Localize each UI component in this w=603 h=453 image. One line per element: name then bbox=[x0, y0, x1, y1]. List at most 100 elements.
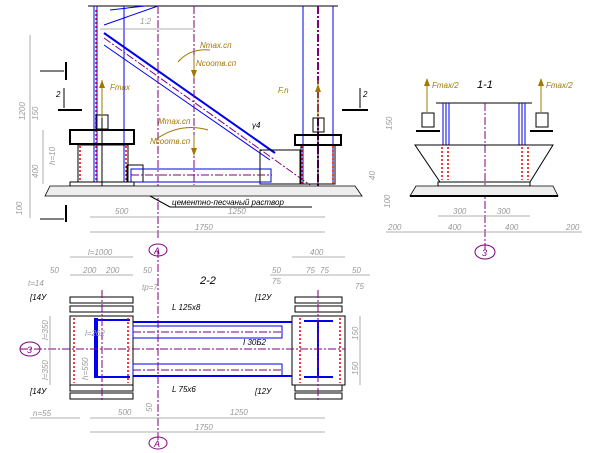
arrow-head-icon bbox=[99, 80, 105, 88]
load-label: Fmax/2 bbox=[546, 81, 573, 90]
dim-text: h=10 bbox=[48, 146, 57, 165]
svg-text:2: 2 bbox=[362, 90, 368, 99]
upper-brace bbox=[103, 5, 159, 26]
dim-text: 1250 bbox=[228, 207, 246, 216]
dim-text: 300 bbox=[453, 207, 467, 216]
tie-end-plate bbox=[126, 164, 144, 183]
moment-arrow bbox=[177, 49, 211, 63]
arrow-head-icon bbox=[191, 70, 197, 78]
axis-bubble-A bbox=[148, 436, 168, 450]
profile-label: [12У bbox=[254, 293, 272, 302]
dim-text: 400 bbox=[505, 223, 519, 232]
dim-text: 75 bbox=[355, 282, 364, 291]
dim-text: 1250 bbox=[230, 408, 248, 417]
dim-text: l=350 bbox=[41, 320, 50, 340]
dim-text: 50 bbox=[143, 266, 152, 275]
load-label: Nсоотв.сп bbox=[150, 137, 191, 146]
load-label: Fmax bbox=[110, 83, 131, 92]
profile-label: L 125x8 bbox=[172, 303, 201, 312]
dim-text: 40 bbox=[368, 171, 377, 180]
dim-text: 200 bbox=[105, 266, 120, 275]
axis-label: 3 bbox=[27, 345, 32, 355]
profile-label: L 75x6 bbox=[172, 385, 196, 394]
dim-text: 50 bbox=[145, 403, 154, 412]
section-title: 2-2 bbox=[199, 275, 216, 287]
dim-text: l=262 bbox=[85, 329, 105, 338]
diagonal-brace bbox=[103, 32, 276, 154]
diagonal-brace-edge bbox=[103, 44, 271, 161]
dim-text: 150 bbox=[31, 106, 40, 120]
dim-text: 150 bbox=[385, 116, 394, 130]
section-title: 1-1 bbox=[477, 79, 493, 91]
axis-bubble-3 bbox=[19, 341, 41, 357]
dim-text: n=55 bbox=[33, 409, 52, 418]
dim-text: 500 bbox=[118, 408, 132, 417]
arrow-head-icon bbox=[191, 148, 197, 156]
dim-text: 50 bbox=[352, 266, 361, 275]
dim-text: 50 bbox=[50, 266, 59, 275]
dim-text: 400 bbox=[31, 164, 40, 178]
plan-2-2: 2-2 [14У [14У [12У [12У L 125x8 I 30Б2 L… bbox=[19, 248, 370, 450]
dim-text: t=14 bbox=[28, 279, 44, 288]
grout-layer bbox=[409, 185, 559, 197]
dim-text: 100 bbox=[15, 201, 24, 215]
dim-text: 150 bbox=[351, 361, 360, 375]
dim-text: tp=7 bbox=[142, 283, 158, 292]
dim-text: 75 bbox=[306, 266, 315, 275]
load-label: Nсоотв.сп bbox=[196, 59, 237, 68]
load-label: F.n bbox=[278, 86, 289, 95]
anchor-nut bbox=[535, 112, 549, 128]
grout-label: цементно-песчаный раствор bbox=[172, 198, 285, 207]
axis-label: А bbox=[153, 439, 160, 449]
dim-text: 1:2 bbox=[140, 17, 152, 26]
load-label: Nmax.сп bbox=[200, 41, 232, 50]
profile-label: [14У bbox=[29, 293, 47, 302]
dim-text: 1750 bbox=[195, 223, 213, 232]
dim-text: 75 bbox=[320, 266, 329, 275]
elevation-view: цементно-песчаный раствор Nmax.сп Nсоотв… bbox=[15, 5, 368, 257]
dim-text: 1750 bbox=[195, 423, 213, 432]
dim-text: 200 bbox=[387, 223, 402, 232]
upper-brace bbox=[109, 5, 146, 11]
dim-text: 200 bbox=[82, 266, 97, 275]
dim-text: 400 bbox=[310, 248, 324, 257]
section-mark-left: 2 bbox=[40, 62, 82, 222]
dim-text: l=1000 bbox=[88, 248, 113, 257]
arrow-head-icon bbox=[424, 78, 430, 86]
moment-arrow bbox=[154, 127, 209, 141]
dim-text: 150 bbox=[351, 326, 360, 340]
dim-text: 200 bbox=[565, 223, 580, 232]
axis-label: А bbox=[153, 246, 160, 256]
axis-label: 3 bbox=[482, 248, 487, 258]
anchor-nut bbox=[421, 112, 435, 128]
section-mark-right: 2 bbox=[342, 88, 368, 111]
dim-text: 500 bbox=[115, 207, 129, 216]
profile-label: [12У bbox=[254, 387, 272, 396]
dim-text: 400 bbox=[448, 223, 462, 232]
load-label: Fmax/2 bbox=[432, 81, 459, 90]
base-plate-section bbox=[414, 144, 554, 183]
dim-text: 300 bbox=[497, 207, 511, 216]
axis-bubble-3 bbox=[474, 244, 496, 260]
brace-axis bbox=[103, 37, 311, 186]
arrow-head-icon bbox=[538, 78, 544, 86]
cement-sand-grout bbox=[44, 185, 363, 197]
dim-text: 1200 bbox=[18, 102, 27, 120]
grout-pad bbox=[437, 181, 531, 187]
dim-text: 100 bbox=[383, 194, 392, 208]
dim-text: h=550 bbox=[81, 357, 90, 380]
left-pedestal bbox=[77, 144, 129, 183]
arrow-head-icon bbox=[315, 84, 321, 92]
dim-text: 50 bbox=[272, 266, 281, 275]
load-label: Mmax.сп bbox=[158, 117, 191, 126]
profile-label: [14У bbox=[29, 387, 47, 396]
dim-text: l=350 bbox=[41, 360, 50, 380]
profile-label: I 30Б2 bbox=[243, 338, 267, 347]
brace-label: γ4 bbox=[252, 121, 261, 130]
brace-gusset bbox=[259, 149, 301, 185]
section-1-1: 1-1 Fmax/2 Fmax/2 300 300 200 400 400 20… bbox=[368, 78, 582, 260]
leader-line bbox=[149, 195, 171, 208]
dim-text: 75 bbox=[272, 277, 281, 286]
